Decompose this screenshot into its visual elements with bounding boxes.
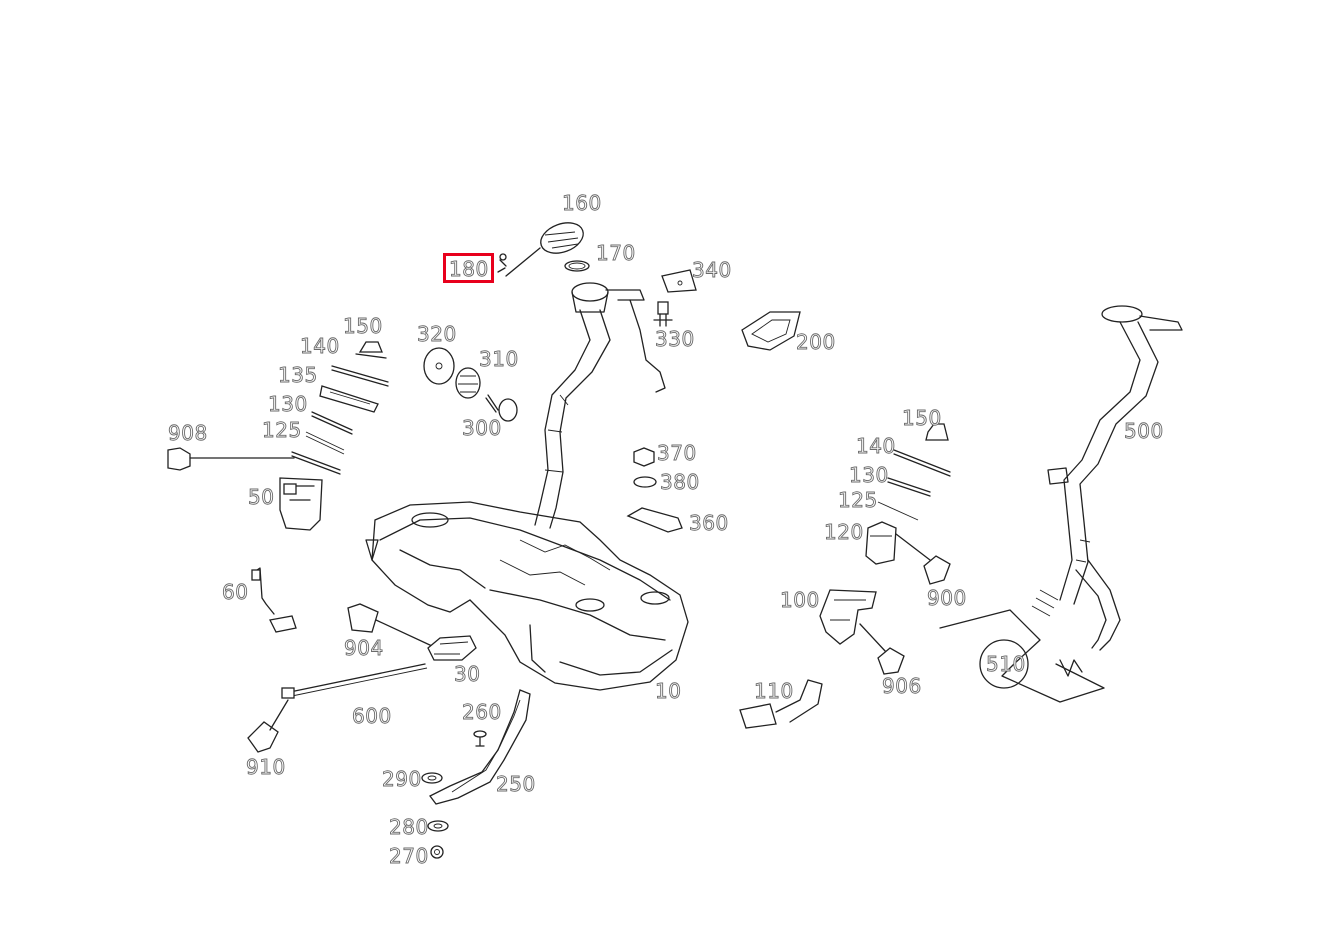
part-140-left-seal[interactable]	[331, 365, 389, 387]
part-120-right-pump[interactable]	[865, 521, 931, 565]
part-280-washer[interactable]	[427, 820, 449, 832]
part-260-bolt[interactable]	[473, 730, 487, 747]
label-part-320[interactable]: 320	[417, 322, 457, 346]
part-200-cover[interactable]	[741, 311, 801, 351]
label-part-900[interactable]: 900	[927, 586, 967, 610]
part-150-right-retainer[interactable]	[925, 423, 949, 441]
part-270-nut[interactable]	[430, 845, 444, 859]
part-906-connector[interactable]	[877, 647, 905, 675]
part-370-nut[interactable]	[633, 447, 655, 467]
part-170-seal-ring[interactable]	[564, 260, 590, 272]
part-250-strap[interactable]	[429, 689, 531, 805]
label-part-380[interactable]: 380	[660, 470, 700, 494]
part-360-plate[interactable]	[626, 507, 683, 533]
label-part-150-left[interactable]: 150	[343, 314, 383, 338]
part-130-right-gasket[interactable]	[887, 477, 931, 497]
label-part-140-right[interactable]: 140	[856, 434, 896, 458]
part-100-sender[interactable]	[819, 589, 887, 653]
part-908-connector[interactable]	[167, 447, 295, 471]
label-part-360[interactable]: 360	[689, 511, 729, 535]
part-135-left-flange[interactable]	[319, 385, 379, 413]
label-part-30[interactable]: 30	[454, 662, 481, 686]
label-part-160[interactable]: 160	[562, 191, 602, 215]
part-290-washer[interactable]	[421, 772, 443, 784]
label-part-290[interactable]: 290	[382, 767, 422, 791]
label-part-910[interactable]: 910	[246, 755, 286, 779]
label-part-340[interactable]: 340	[692, 258, 732, 282]
part-50-fuel-pump-module[interactable]	[279, 451, 341, 531]
part-150-left-retainer[interactable]	[355, 341, 387, 359]
part-130-left-gasket[interactable]	[311, 411, 353, 435]
part-180-cap-tether[interactable]	[497, 253, 507, 273]
part-110-sensor[interactable]	[739, 679, 823, 729]
part-310-gear[interactable]	[455, 367, 481, 399]
part-380-washer[interactable]	[633, 476, 657, 488]
part-10-fuel-tank[interactable]	[365, 501, 689, 691]
part-340-bracket[interactable]	[661, 269, 697, 293]
label-part-330[interactable]: 330	[655, 327, 695, 351]
label-part-140-left[interactable]: 140	[300, 334, 340, 358]
label-part-130-left[interactable]: 130	[268, 392, 308, 416]
filler-head	[571, 282, 645, 313]
label-part-200[interactable]: 200	[796, 330, 836, 354]
label-part-300[interactable]: 300	[462, 416, 502, 440]
label-part-260[interactable]: 260	[462, 700, 502, 724]
label-part-270[interactable]: 270	[389, 844, 429, 868]
part-900-connector[interactable]	[923, 555, 951, 585]
label-part-135[interactable]: 135	[278, 363, 318, 387]
filler-pipe	[534, 299, 666, 529]
label-part-125-right[interactable]: 125	[838, 488, 878, 512]
part-30-sender-unit[interactable]	[427, 635, 477, 661]
part-320-disc[interactable]	[423, 347, 455, 385]
label-part-908[interactable]: 908	[168, 421, 208, 445]
part-300-shaft[interactable]	[485, 394, 518, 422]
label-part-100[interactable]: 100	[780, 588, 820, 612]
part-510-shield[interactable]	[939, 609, 1105, 703]
part-140-right-seal[interactable]	[893, 449, 951, 477]
label-part-370[interactable]: 370	[657, 441, 697, 465]
label-part-310[interactable]: 310	[479, 347, 519, 371]
part-910-connector[interactable]	[247, 699, 289, 753]
label-part-60[interactable]: 60	[222, 580, 249, 604]
label-part-50[interactable]: 50	[248, 485, 275, 509]
label-part-10[interactable]: 10	[655, 679, 682, 703]
label-part-130-right[interactable]: 130	[849, 463, 889, 487]
part-600-wiring[interactable]	[281, 663, 428, 699]
label-part-500[interactable]: 500	[1124, 419, 1164, 443]
part-125-right-strainer[interactable]	[877, 501, 919, 521]
label-part-906[interactable]: 906	[882, 674, 922, 698]
label-part-170[interactable]: 170	[596, 241, 636, 265]
label-part-600[interactable]: 600	[352, 704, 392, 728]
label-part-510[interactable]: 510	[986, 652, 1026, 676]
label-part-250[interactable]: 250	[496, 772, 536, 796]
label-part-150-right[interactable]: 150	[902, 406, 942, 430]
label-part-904[interactable]: 904	[344, 636, 384, 660]
label-part-180[interactable]: 180	[449, 257, 489, 281]
part-60-sensor[interactable]	[251, 567, 297, 633]
part-125-left-strainer[interactable]	[305, 431, 345, 455]
label-part-280[interactable]: 280	[389, 815, 429, 839]
part-904-connector[interactable]	[347, 603, 433, 647]
label-part-125-left[interactable]: 125	[262, 418, 302, 442]
label-part-110[interactable]: 110	[754, 679, 794, 703]
part-160-filler-cap[interactable]	[505, 217, 587, 277]
part-330-valve[interactable]	[653, 301, 673, 327]
label-part-120[interactable]: 120	[824, 520, 864, 544]
part-500-filler-neck[interactable]	[1031, 305, 1183, 651]
